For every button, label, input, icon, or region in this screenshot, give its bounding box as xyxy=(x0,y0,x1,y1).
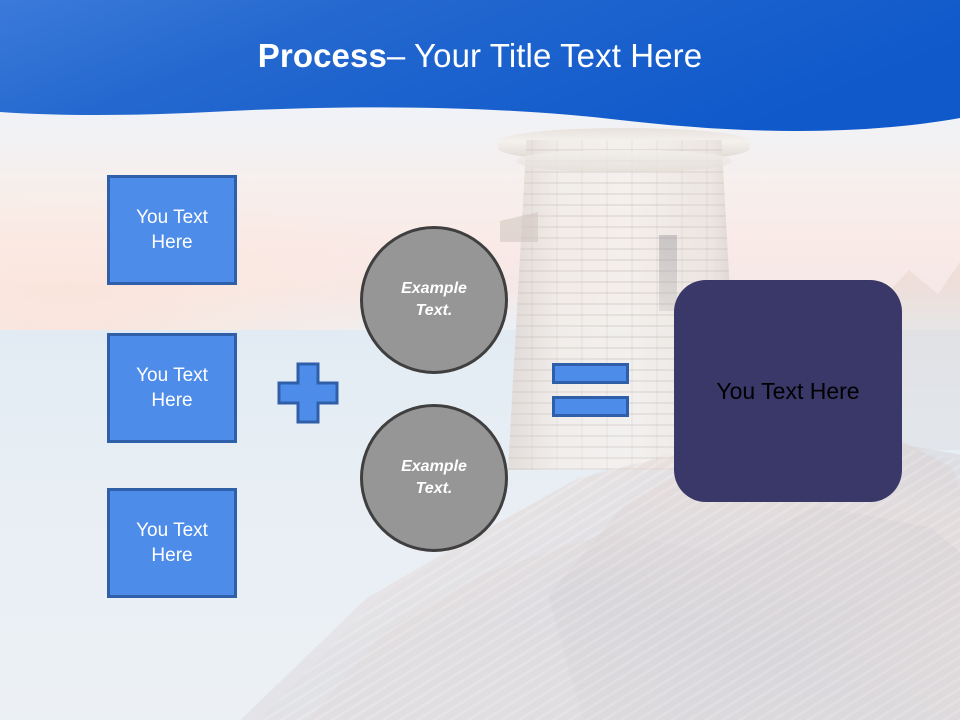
page-title: Process – Your Title Text Here xyxy=(0,0,960,112)
title-banner: Process – Your Title Text Here xyxy=(0,0,960,140)
example-circle-2-line1: Example xyxy=(401,458,467,476)
example-circle-2-line2: Text. xyxy=(415,480,453,497)
input-box-2[interactable]: You Text Here xyxy=(107,333,237,443)
equals-bar-bottom xyxy=(552,396,629,417)
example-circle-1-line2: Text. xyxy=(415,302,453,319)
input-box-2-label: You Text Here xyxy=(136,364,208,411)
page-title-rest: – Your Title Text Here xyxy=(386,37,703,74)
example-circle-1[interactable]: Example Text. xyxy=(360,226,508,374)
equals-gap xyxy=(552,384,629,396)
equals-icon xyxy=(552,363,629,417)
example-circle-2[interactable]: Example Text. xyxy=(360,404,508,552)
page-title-strong: Process xyxy=(257,37,387,74)
tower-window-slot xyxy=(659,235,677,311)
equals-bar-top xyxy=(552,363,629,384)
example-circle-1-line1: Example xyxy=(401,280,467,298)
input-box-3-label: You Text Here xyxy=(136,519,208,566)
input-box-3[interactable]: You Text Here xyxy=(107,488,237,598)
input-box-1[interactable]: You Text Here xyxy=(107,175,237,285)
input-box-1-label: You Text Here xyxy=(136,206,208,253)
example-circle-1-label: Example Text. xyxy=(401,278,467,321)
plus-icon xyxy=(276,361,340,425)
result-box-label: You Text Here xyxy=(716,377,860,404)
result-box[interactable]: You Text Here xyxy=(674,280,902,502)
example-circle-2-label: Example Text. xyxy=(401,456,467,499)
tower-upper-band xyxy=(516,150,732,172)
